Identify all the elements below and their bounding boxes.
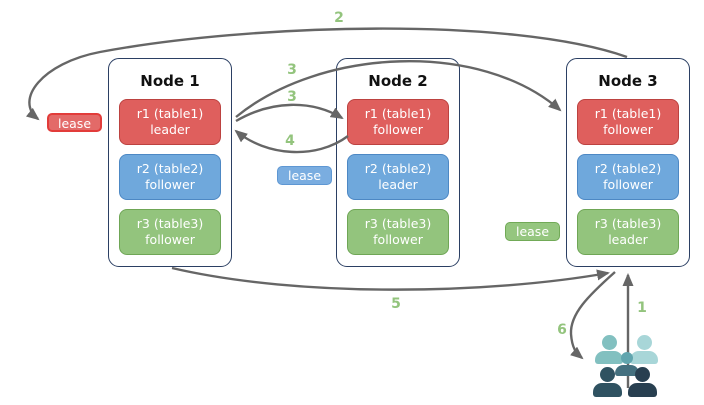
node-2-box: Node 2 r1 (table1) follower r2 (table2) …: [336, 58, 460, 267]
step-label-3b: 3: [287, 89, 297, 105]
replica-role: leader: [150, 122, 190, 137]
replica-role: leader: [608, 232, 648, 247]
arrow-step3-leader-to-node2: [235, 103, 344, 123]
replica-role: follower: [603, 122, 653, 137]
node-2-replica-r2: r2 (table2) leader: [347, 154, 449, 200]
step-label-5: 5: [391, 296, 401, 312]
replica-role: follower: [603, 177, 653, 192]
step-label-2: 2: [334, 10, 344, 26]
lease-badge-table3: lease: [505, 222, 560, 241]
replica-name: r2 (table2): [136, 160, 204, 176]
node-2-replica-r3: r3 (table3) follower: [347, 209, 449, 255]
replica-name: r2 (table2): [594, 160, 662, 176]
replica-role: follower: [145, 232, 195, 247]
node-3-replica-r3: r3 (table3) leader: [577, 209, 679, 255]
replica-name: r1 (table1): [364, 105, 432, 121]
replica-name: r1 (table1): [136, 105, 204, 121]
node-1-replica-r1: r1 (table1) leader: [119, 99, 221, 145]
replica-role: follower: [373, 232, 423, 247]
step-label-1: 1: [637, 300, 647, 316]
replica-role: leader: [378, 177, 418, 192]
node-1-replica-r2: r2 (table2) follower: [119, 154, 221, 200]
arrow-step5-node1-to-node3: [171, 266, 610, 291]
replica-name: r3 (table3): [364, 215, 432, 231]
replica-role: follower: [145, 177, 195, 192]
node-3-title: Node 3: [598, 72, 658, 90]
node-3-replica-r2: r2 (table2) follower: [577, 154, 679, 200]
step-label-4: 4: [285, 133, 295, 149]
node-1-box: Node 1 r1 (table1) leader r2 (table2) fo…: [108, 58, 232, 267]
lease-badge-table2: lease: [277, 166, 332, 185]
step-label-6: 6: [557, 322, 567, 338]
replica-name: r3 (table3): [136, 215, 204, 231]
node-3-box: Node 3 r1 (table1) follower r2 (table2) …: [566, 58, 690, 267]
users-group-icon: [592, 332, 660, 398]
node-3-replica-r1: r1 (table1) follower: [577, 99, 679, 145]
lease-badge-table1: lease: [47, 113, 102, 132]
step-label-3a: 3: [287, 62, 297, 78]
node-1-title: Node 1: [140, 72, 200, 90]
node-2-replica-r1: r1 (table1) follower: [347, 99, 449, 145]
replica-name: r1 (table1): [594, 105, 662, 121]
replica-name: r3 (table3): [594, 215, 662, 231]
node-2-title: Node 2: [368, 72, 428, 90]
replica-name: r2 (table2): [364, 160, 432, 176]
node-1-replica-r3: r3 (table3) follower: [119, 209, 221, 255]
replica-role: follower: [373, 122, 423, 137]
